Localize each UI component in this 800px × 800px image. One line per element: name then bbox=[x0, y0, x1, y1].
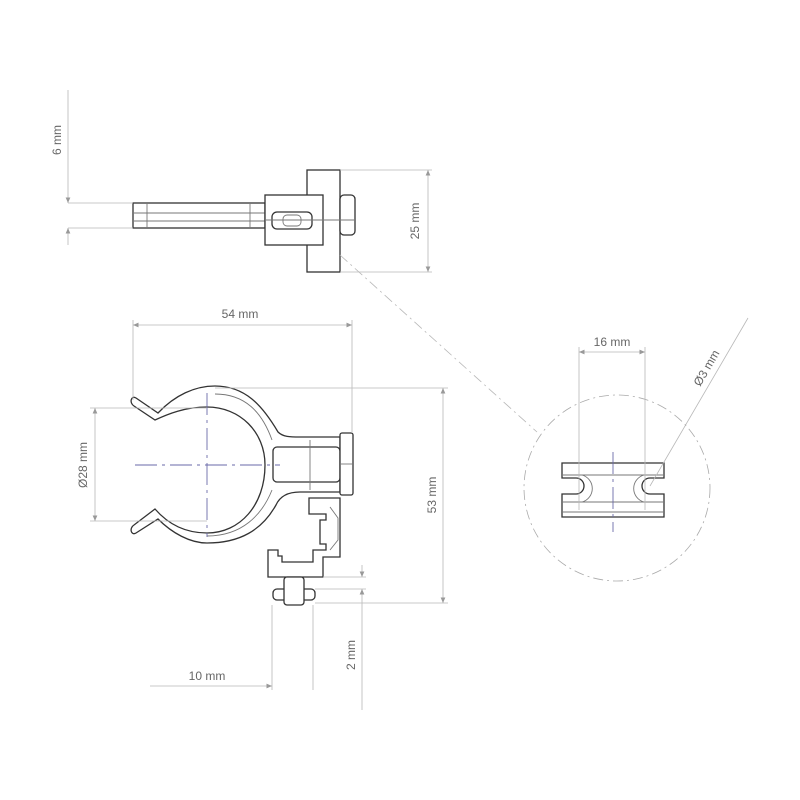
dim-detail-hole: Ø3 mm bbox=[649, 317, 749, 487]
dim-gap: 2 mm bbox=[315, 565, 366, 710]
detail-leader bbox=[339, 254, 538, 433]
dim-label-54mm: 54 mm bbox=[222, 307, 259, 321]
dim-label-3mm: Ø3 mm bbox=[691, 347, 723, 388]
dim-width: 54 mm bbox=[132, 307, 353, 433]
dim-top-thickness: 6 mm bbox=[50, 90, 133, 245]
dim-label-53mm: 53 mm bbox=[425, 477, 439, 514]
dim-knob-offset: 10 mm bbox=[150, 605, 314, 690]
dim-label-6mm: 6 mm bbox=[50, 125, 64, 155]
dim-label-28mm: Ø28 mm bbox=[76, 442, 90, 488]
dim-label-25mm: 25 mm bbox=[408, 203, 422, 240]
detail-view bbox=[523, 394, 711, 582]
dim-label-2mm: 2 mm bbox=[344, 640, 358, 670]
dim-detail-width: 16 mm bbox=[578, 335, 646, 510]
dim-label-16mm: 16 mm bbox=[594, 335, 631, 349]
dim-clip-diameter: Ø28 mm bbox=[76, 407, 207, 522]
dim-height: 53 mm bbox=[215, 387, 448, 604]
front-view bbox=[130, 385, 354, 606]
top-view bbox=[132, 169, 356, 273]
dim-top-height: 25 mm bbox=[340, 169, 432, 273]
dim-label-10mm: 10 mm bbox=[189, 669, 226, 683]
